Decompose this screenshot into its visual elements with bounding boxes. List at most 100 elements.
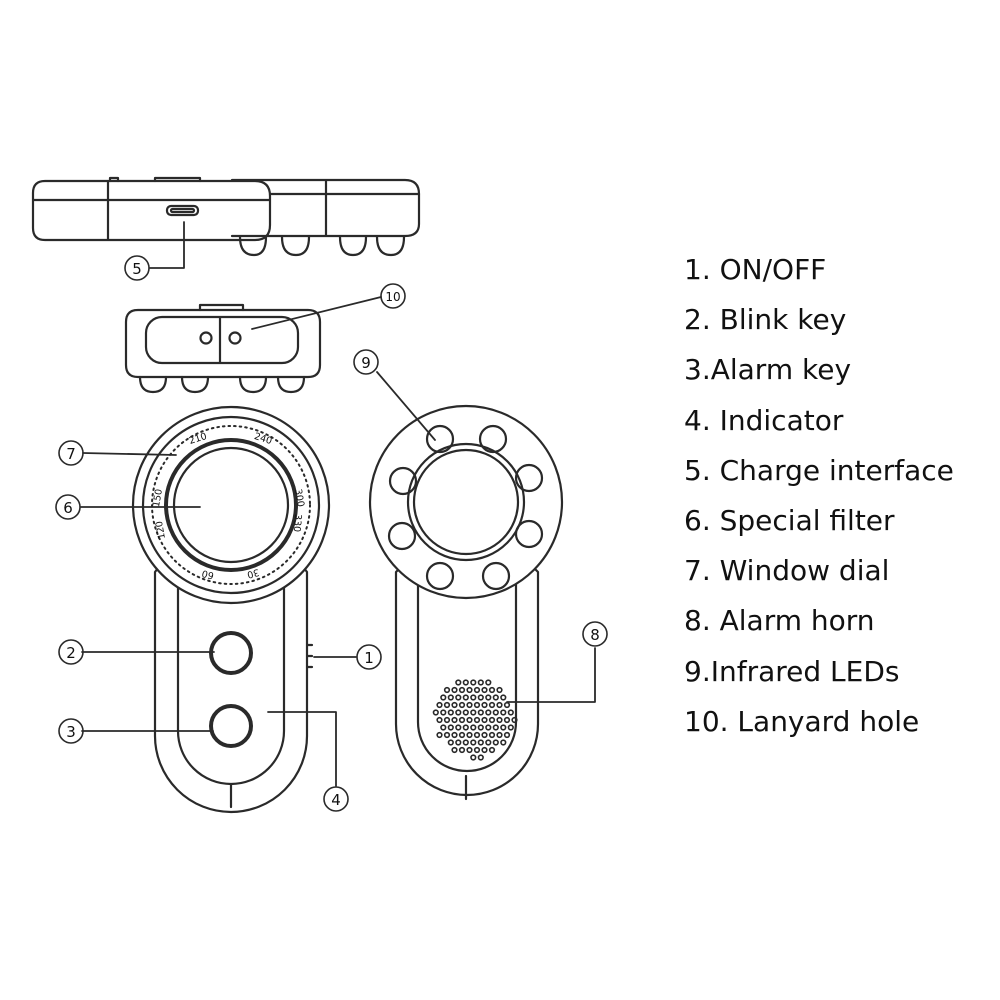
dial-label-330: 330: [291, 513, 304, 532]
speaker-hole: [503, 701, 511, 709]
callout-8: 8: [590, 626, 600, 644]
callout-2: 2: [66, 644, 76, 662]
speaker-hole: [470, 679, 477, 686]
legend-item-5: 5. Charge interface: [684, 453, 954, 487]
speaker-hole: [481, 701, 488, 709]
speaker-hole: [500, 724, 507, 731]
dial-label-30: 30: [246, 566, 261, 580]
blink-key-button: [209, 631, 253, 675]
speaker-hole: [473, 746, 481, 754]
speaker-hole: [481, 746, 488, 754]
speaker-hole: [473, 731, 481, 739]
speaker-hole: [485, 694, 492, 701]
speaker-hole: [470, 724, 477, 731]
speaker-hole: [436, 701, 443, 709]
top-side-view: [31, 176, 421, 257]
legend-item-4: 4. Indicator: [684, 403, 844, 437]
speaker-hole: [492, 724, 499, 731]
speaker-hole: [488, 731, 496, 739]
callout-9: 9: [361, 354, 371, 372]
dial-label-120: 120: [154, 520, 168, 540]
speaker-hole: [477, 724, 484, 731]
speaker-hole: [500, 709, 507, 716]
speaker-hole: [496, 716, 503, 724]
dial-label-210: 210: [188, 431, 209, 447]
speaker-hole: [470, 694, 477, 701]
callout-4: 4: [331, 791, 341, 809]
lanyard-hole-left: [199, 331, 213, 345]
speaker-hole: [462, 709, 469, 716]
speaker-hole: [447, 709, 454, 716]
callout-1: 1: [364, 649, 374, 667]
speaker-hole: [455, 694, 462, 701]
legend-item-8: 8. Alarm horn: [684, 604, 875, 638]
speaker-hole: [455, 679, 462, 686]
special-filter-lens: [172, 446, 290, 564]
speaker-hole: [462, 694, 469, 701]
speaker-hole: [492, 694, 499, 701]
speaker-hole: [458, 731, 466, 739]
speaker-hole: [470, 709, 477, 716]
charge-port-icon: [165, 204, 200, 217]
speaker-hole: [455, 724, 462, 731]
speaker-hole: [466, 701, 473, 709]
end-view: [124, 303, 322, 394]
speaker-hole: [455, 739, 462, 746]
dial-label-240: 240: [253, 431, 274, 447]
speaker-hole: [462, 739, 469, 746]
speaker-hole: [440, 709, 447, 716]
infrared-leds: [387, 424, 544, 591]
speaker-hole: [477, 739, 484, 746]
leader-lines: [80, 221, 596, 787]
speaker-hole: [455, 709, 462, 716]
speaker-hole: [451, 746, 458, 754]
legend-item-7: 7. Window dial: [684, 554, 890, 588]
speaker-hole: [511, 716, 518, 724]
speaker-hole: [466, 746, 473, 754]
alarm-horn-grille: [432, 679, 518, 761]
speaker-hole: [496, 686, 503, 694]
speaker-hole: [432, 709, 439, 716]
speaker-hole: [485, 724, 492, 731]
legend-item-1: 1. ON/OFF: [684, 253, 827, 286]
speaker-hole: [447, 694, 454, 701]
callout-7: 7: [66, 445, 76, 463]
legend-item-10: 10. Lanyard hole: [684, 704, 920, 738]
speaker-hole: [477, 754, 484, 761]
speaker-hole: [470, 739, 477, 746]
speaker-hole: [470, 754, 477, 761]
speaker-hole: [447, 739, 454, 746]
speaker-hole: [458, 746, 466, 754]
speaker-hole: [473, 686, 481, 694]
speaker-hole: [492, 709, 499, 716]
parts-legend: 1. ON/OFF 2. Blink key 3.Alarm key 4. In…: [684, 250, 954, 752]
speaker-hole: [451, 716, 458, 724]
speaker-hole: [443, 701, 451, 709]
speaker-hole: [466, 716, 473, 724]
legend-item-6: 6. Special filter: [684, 503, 895, 537]
speaker-hole: [488, 716, 496, 724]
legend-item-3: 3.Alarm key: [684, 353, 852, 387]
back-view: [368, 404, 564, 801]
speaker-hole: [485, 679, 492, 686]
speaker-hole: [500, 694, 507, 701]
callout-6: 6: [63, 499, 73, 517]
speaker-hole: [496, 731, 503, 739]
legend-item-2: 2. Blink key: [684, 303, 847, 337]
speaker-hole: [481, 731, 488, 739]
window-dial-outer: [131, 405, 331, 605]
speaker-hole: [458, 716, 466, 724]
dial-label-300: 300: [292, 488, 306, 508]
callout-10: 10: [385, 290, 400, 304]
speaker-hole: [481, 716, 488, 724]
speaker-hole: [462, 679, 469, 686]
speaker-hole: [451, 731, 458, 739]
speaker-hole: [458, 701, 466, 709]
speaker-hole: [503, 716, 511, 724]
speaker-hole: [436, 731, 443, 739]
dial-label-150: 150: [151, 488, 165, 508]
speaker-hole: [443, 716, 451, 724]
speaker-hole: [485, 739, 492, 746]
speaker-hole: [503, 731, 511, 739]
